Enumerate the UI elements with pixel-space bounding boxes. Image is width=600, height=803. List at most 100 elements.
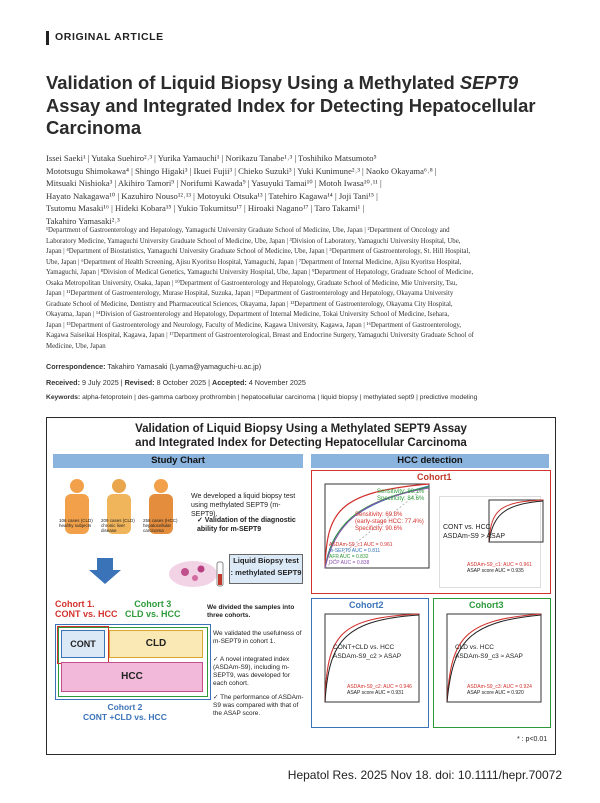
legend-item: m-SEPT9 AUC = 0.811 (329, 548, 381, 554)
chart3-legend: ASDAm-S9_c3: AUC = 0.924 ASAP score AUC … (467, 684, 532, 696)
chart1-early2: (early-stage HCC: 77.4%) (355, 519, 424, 525)
affiliation-line: Ube, Japan | ⁶Department of Health Scree… (46, 258, 462, 266)
intro-text: We developed a liquid biopsy test using … (191, 493, 296, 518)
article-type: ORIGINAL ARTICLE (55, 31, 164, 43)
dates: Received: 9 July 2025 | Revised: 8 Octob… (46, 378, 306, 387)
author-line[interactable]: Hayato Nakagawa¹⁰ | Kazuhiro Nouso¹²˒¹³ … (46, 190, 378, 201)
affiliation-line: Japan | ¹⁵Department of Gastroenterology… (46, 321, 462, 329)
box-hcc: HCC (61, 662, 203, 692)
legend-item: AFP AUC = 0.832 (329, 554, 369, 560)
received-label: Received: (46, 378, 80, 387)
cohort1-label: Cohort 1. CONT vs. HCC (55, 599, 118, 619)
revised-label: Revised: (124, 378, 155, 387)
affiliations: ¹Department of Gastroenterology and Hepa… (46, 226, 566, 353)
panel-title-line1: Validation of Liquid Biopsy Using a Meth… (135, 423, 467, 435)
correspondence-text[interactable]: Takahiro Yamasaki (Lyama@yamaguchi-u.ac.… (107, 362, 262, 371)
revised-date: 8 October 2025 (156, 378, 207, 387)
cohort3-label: Cohort 3 CLD vs. HCC (125, 599, 181, 619)
chart1-early: Sensitivity: 69.8% (355, 512, 403, 518)
affiliation-line: Laboratory Medicine, Yamaguchi Universit… (46, 237, 461, 245)
cohort3-title: Cohort 3 (134, 599, 172, 609)
cohort2-sub: CONT +CLD vs. HCC (83, 712, 167, 722)
author-line[interactable]: Tsutomu Masaki¹⁶ | Hideki Kobara¹⁵ | Yuk… (46, 203, 365, 214)
study-chart-banner: Study Chart (53, 454, 303, 468)
author-line[interactable]: Takahiro Yamasaki²˒³ (46, 215, 120, 226)
title-line1-pre: Validation of Liquid Biopsy Using a Meth… (46, 72, 460, 93)
affiliation-line: Kagawa Saiseikai Hospital, Kagawa, Japan… (46, 332, 474, 340)
validated-text: We validated the usefulness of m-SEPT9 i… (213, 630, 302, 645)
divide-text: We divided the samples into three cohort… (207, 604, 295, 620)
author-line[interactable]: Mototsugu Shimokawa⁴ | Shingo Higaki³ | … (46, 165, 437, 176)
figure-cont (65, 479, 89, 534)
cohort2-outline (55, 624, 211, 700)
author-list: Issei Saeki¹ | Yutaka Suehiro²˒³ | Yurik… (46, 152, 566, 228)
received-date: 9 July 2025 (81, 378, 119, 387)
cohort2-panel (311, 598, 429, 728)
roc-chart-2 (324, 613, 420, 703)
correspondence: Correspondence: Takahiro Yamasaki (Lyama… (46, 362, 261, 371)
cohort3-panel (433, 598, 551, 728)
accepted-label: Accepted: (212, 378, 247, 387)
legend-item: ASDAm-S9_c2: AUC = 0.946 (347, 684, 412, 690)
affiliation-line: ¹Department of Gastroenterology and Hepa… (46, 227, 450, 234)
legend-item: ASAP score AUC = 0.920 (467, 690, 524, 696)
novel-index-text: ✓ A novel integrated index (ASDAm-S9), i… (213, 656, 290, 687)
author-line[interactable]: Mitsuaki Nishioka³ | Akihiro Tamori⁹ | N… (46, 178, 382, 189)
chart1-sens: Sensitivity: 86.1% (377, 489, 425, 495)
liquid-label1: Liquid Biopsy test (233, 556, 299, 565)
author-line[interactable]: Issei Saeki¹ | Yutaka Suehiro²˒³ | Yurik… (46, 153, 377, 163)
chart1-title: Cohort1 (417, 472, 452, 482)
down-arrow-icon (89, 558, 121, 584)
roc-chart-1 (324, 483, 430, 569)
title-line3: Carcinoma (46, 117, 142, 138)
cohort3-outline (58, 627, 208, 697)
affiliation-line: Osaka Metropolitan University, Osaka, Ja… (46, 279, 458, 287)
keywords: Keywords: alpha-fetoprotein | des-gamma … (46, 394, 566, 401)
affiliation-line: Okayama, Japan | ¹⁴Division of Gastroent… (46, 311, 450, 319)
fig-label-hcc: 258 cases (HCC) hepatocellular carcinoma (143, 518, 178, 533)
patient-figures (65, 479, 173, 534)
figure-hcc (149, 479, 173, 534)
chart3-l2: ASDAm-S9_c3 ≈ ASAP (455, 653, 523, 660)
accepted-date: 4 November 2025 (248, 378, 306, 387)
legend-item: DCP AUC = 0.838 (329, 560, 370, 566)
affiliation-line: Japan | ⁴Department of Biostatistics, Ya… (46, 248, 471, 256)
affiliation-line: Graduate School of Medicine, Dentistry a… (46, 300, 453, 308)
cohort3-sub: CLD vs. HCC (125, 609, 181, 619)
affiliation-line: Medicine, Ube, Japan (46, 343, 106, 351)
blood-sample-icon (169, 561, 224, 587)
bullet-validation: ✓ Validation of the diagnostic ability f… (197, 517, 296, 533)
figure-cld (107, 479, 131, 534)
roc-chart-3 (446, 613, 542, 703)
box-cont: CONT (61, 630, 105, 658)
panel-title-line2: and Integrated Index for Detecting Hepat… (135, 437, 467, 449)
cohort2-label: Cohort 2 CONT +CLD vs. HCC (83, 702, 167, 722)
panel-title: Validation of Liquid Biopsy Using a Meth… (47, 422, 555, 450)
fig-label-cld: 209 cases (CLD) chronic liver disease (101, 518, 135, 533)
roc-chart-1b (488, 499, 544, 543)
hcc-detection-banner: HCC detection (311, 454, 549, 468)
liquid-label2: : methylated SEPT9 (230, 568, 302, 577)
legend-item: ASDAm-S9_c1: AUC = 0.961 (467, 562, 532, 568)
chart2-l1: CONT+CLD vs. HCC (333, 644, 395, 651)
performance-text: ✓ The performance of ASDAm-S9 was compar… (213, 694, 304, 717)
cohort1-sub: CONT vs. HCC (55, 609, 118, 619)
chart1-right2: ASDAm-S9 > ASAP (443, 533, 506, 540)
fig-label-cont: 106 cases (CLD) healthy subjects (59, 518, 93, 528)
legend-item: ASAP score AUC = 0.931 (347, 690, 404, 696)
doi-citation[interactable]: Hepatol Res. 2025 Nov 18. doi: 10.1111/h… (287, 768, 562, 782)
chart3-l1: CLD vs. HCC (455, 644, 495, 651)
article-type-bar (46, 31, 49, 45)
chart1-right-legend: ASDAm-S9_c1: AUC = 0.961 ASAP score AUC … (467, 562, 532, 574)
p-value-note: * : p<0.01 (517, 736, 548, 743)
chart1-legend: ASDAm-S9_c1 AUC = 0.961 m-SEPT9 AUC = 0.… (329, 542, 393, 566)
legend-item: ASDAm-S9_c1 AUC = 0.961 (329, 542, 393, 548)
article-title: Validation of Liquid Biopsy Using a Meth… (46, 72, 566, 140)
graphical-abstract: Validation of Liquid Biopsy Using a Meth… (46, 417, 556, 755)
title-line2: Assay and Integrated Index for Detecting… (46, 94, 536, 116)
affiliation-line: Yamaguchi, Japan | ⁸Division of Medical … (46, 269, 474, 277)
legend-item: ASDAm-S9_c3: AUC = 0.924 (467, 684, 532, 690)
chart3-title: Cohort3 (469, 600, 504, 610)
legend-item: ASAP score AUC = 0.935 (467, 568, 524, 574)
